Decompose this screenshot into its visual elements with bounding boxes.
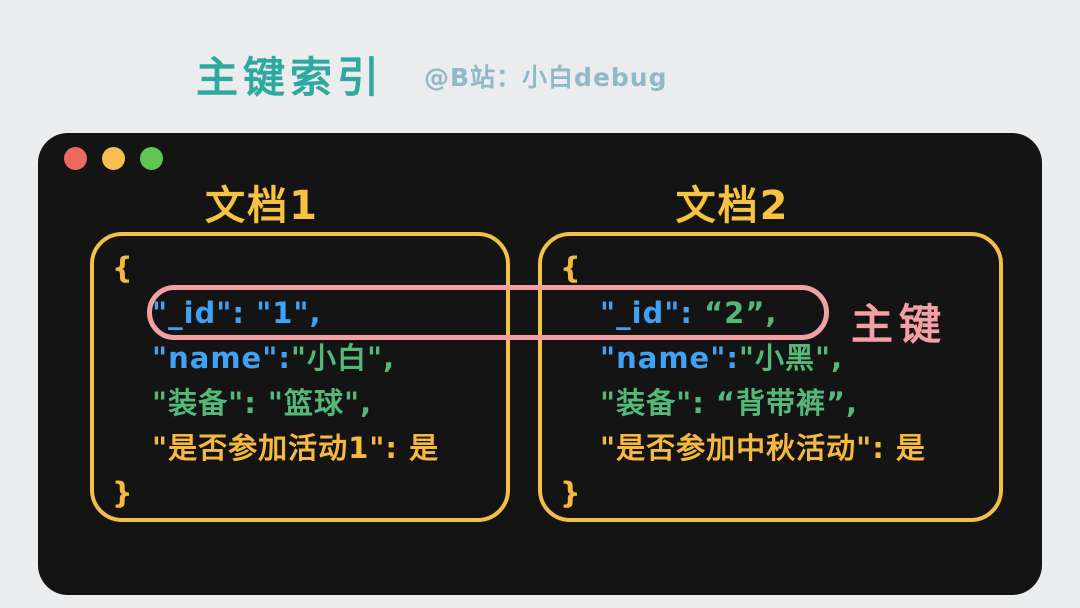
code-line: "name":"小黑", bbox=[542, 336, 999, 381]
code-line: } bbox=[542, 471, 999, 516]
code-line: { bbox=[542, 246, 999, 291]
byline: @B站：小白debug bbox=[424, 63, 668, 92]
code-segment: "装备": "篮球", bbox=[152, 386, 373, 420]
code-line: "是否参加中秋活动": 是 bbox=[542, 426, 999, 471]
close-dot-icon bbox=[64, 147, 87, 170]
page-title: 主键索引 bbox=[196, 53, 385, 102]
code-line: "装备": "篮球", bbox=[94, 381, 506, 426]
code-line: "_id": “2”, bbox=[542, 291, 999, 336]
code-segment: "小黑", bbox=[738, 341, 844, 375]
code-segment: "_id": bbox=[600, 296, 705, 330]
code-segment: "小白", bbox=[290, 341, 396, 375]
code-line: } bbox=[94, 471, 506, 516]
code-segment: } bbox=[560, 476, 582, 510]
terminal-window: 文档1 文档2 {"_id": "1","name":"小白","装备": "篮… bbox=[38, 133, 1042, 595]
code-line: { bbox=[94, 246, 506, 291]
window-controls bbox=[64, 147, 163, 170]
primary-key-label: 主键 bbox=[851, 300, 948, 349]
code-segment: "name": bbox=[152, 341, 291, 375]
code-segment: "是否参加活动1": 是 bbox=[152, 431, 440, 465]
code-segment: "装备": “背带裤”, bbox=[600, 386, 859, 420]
code-segment: "name": bbox=[600, 341, 739, 375]
doc2-title: 文档2 bbox=[675, 183, 790, 229]
maximize-dot-icon bbox=[140, 147, 163, 170]
code-line: "装备": “背带裤”, bbox=[542, 381, 999, 426]
code-segment: } bbox=[112, 476, 134, 510]
code-line: "name":"小白", bbox=[94, 336, 506, 381]
code-segment: "_id": "1", bbox=[152, 296, 322, 330]
doc2-box: {"_id": “2”,"name":"小黑","装备": “背带裤”,"是否参… bbox=[538, 232, 1003, 522]
code-segment: { bbox=[112, 251, 134, 285]
doc1-title: 文档1 bbox=[205, 183, 319, 229]
primary-key-highlight-ellipse bbox=[147, 285, 829, 340]
code-segment: { bbox=[560, 251, 582, 285]
code-segment: "是否参加中秋活动": 是 bbox=[600, 431, 926, 465]
code-line: "是否参加活动1": 是 bbox=[94, 426, 506, 471]
code-line: "_id": "1", bbox=[94, 291, 506, 336]
doc1-box: { "_id": "1", "name":"小白", "装备": "篮球", "是否参加… bbox=[90, 232, 510, 522]
minimize-dot-icon bbox=[102, 147, 125, 170]
code-segment: “2”, bbox=[704, 296, 778, 330]
